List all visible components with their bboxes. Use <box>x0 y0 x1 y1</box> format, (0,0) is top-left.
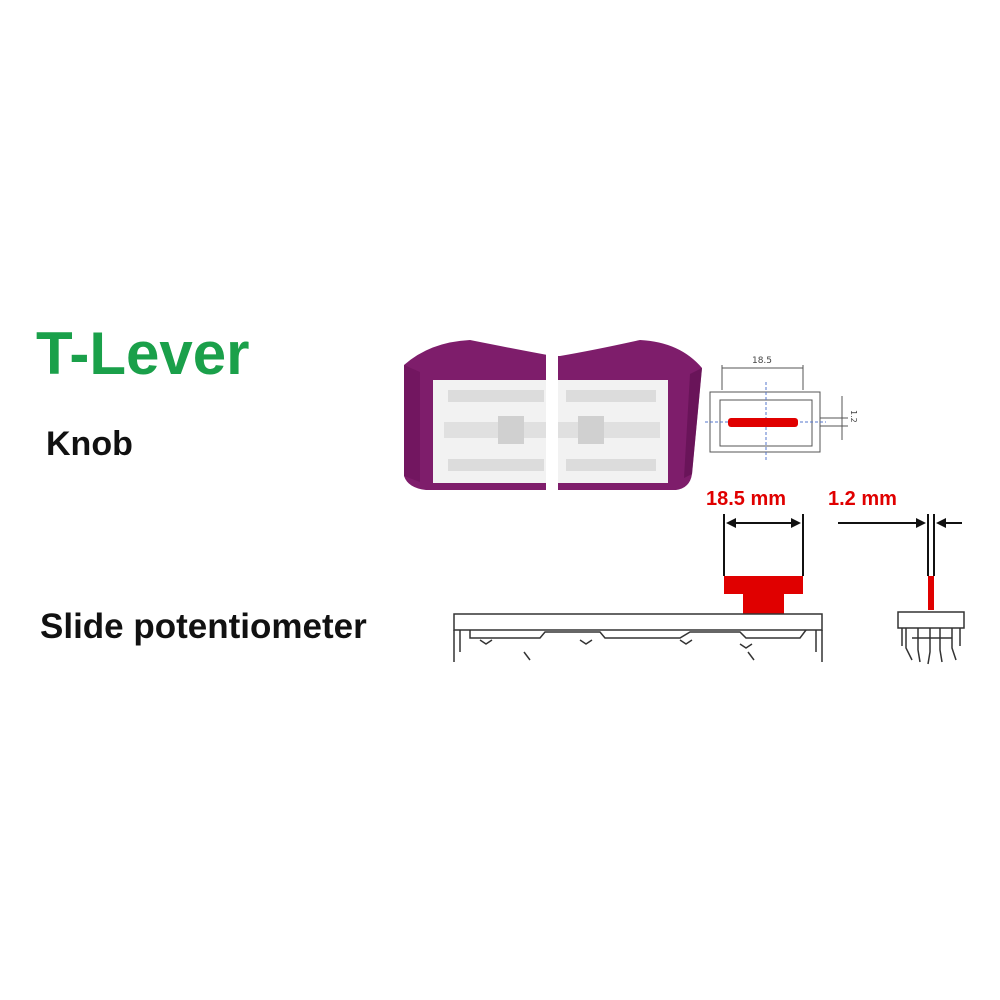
knob-slot <box>546 336 558 496</box>
drawing-width-label: 18.5 <box>752 356 772 366</box>
slide-potentiometer-drawing <box>453 613 823 662</box>
lever-slot-highlight <box>728 418 798 427</box>
t-lever-edge-view <box>928 576 934 610</box>
thickness-dimension-label: 1.2 mm <box>828 488 897 510</box>
width-dimension <box>723 514 804 576</box>
slide-potentiometer-label: Slide potentiometer <box>40 607 367 646</box>
thickness-dimension <box>838 514 962 576</box>
t-lever <box>724 576 803 614</box>
knob-label: Knob <box>46 425 133 463</box>
drawing-thickness-label: 1.2 <box>849 410 858 423</box>
product-title: T-Lever <box>36 320 250 387</box>
width-dimension-label: 18.5 mm <box>706 488 787 510</box>
knob-top-view-drawing <box>705 365 848 462</box>
knob-photo <box>404 336 702 496</box>
potentiometer-end-view <box>897 611 965 665</box>
